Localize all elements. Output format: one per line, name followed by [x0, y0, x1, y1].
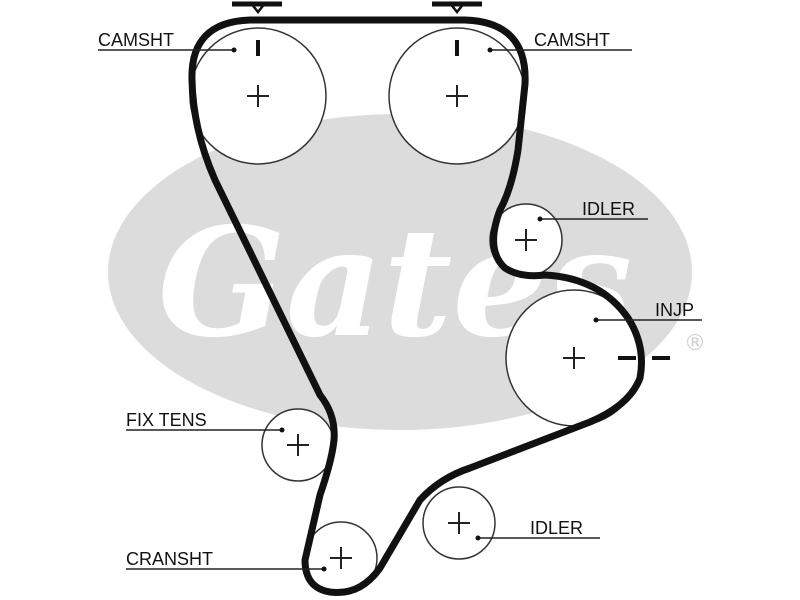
center-cross-fix-tens [287, 434, 309, 456]
label-idler-lower: IDLER [530, 518, 583, 538]
label-injection-pump: INJP [655, 300, 694, 320]
top-mark-left [232, 1, 282, 15]
registered-mark: ® [684, 331, 706, 356]
leader-lines [98, 47, 702, 572]
center-cross-idler-lower [448, 512, 470, 534]
label-camshaft-left: CAMSHT [98, 30, 174, 50]
center-cross-injp [563, 347, 585, 369]
label-fixed-tensioner: FIX TENS [126, 410, 207, 430]
timing-marks [232, 1, 670, 360]
center-marks [247, 85, 585, 569]
label-crankshaft: CRANSHT [126, 549, 213, 569]
label-idler-upper: IDLER [582, 199, 635, 219]
timing-belt [188, 16, 645, 596]
label-camshaft-right: CAMSHT [534, 30, 610, 50]
center-cross-camshaft-right [446, 85, 468, 107]
center-cross-camshaft-left [247, 85, 269, 107]
top-mark-right [432, 1, 482, 15]
center-cross-idler-upper [515, 229, 537, 251]
center-cross-crankshaft [330, 547, 352, 569]
labels: CAMSHT CAMSHT IDLER INJP FIX TENS IDLER … [98, 30, 694, 569]
